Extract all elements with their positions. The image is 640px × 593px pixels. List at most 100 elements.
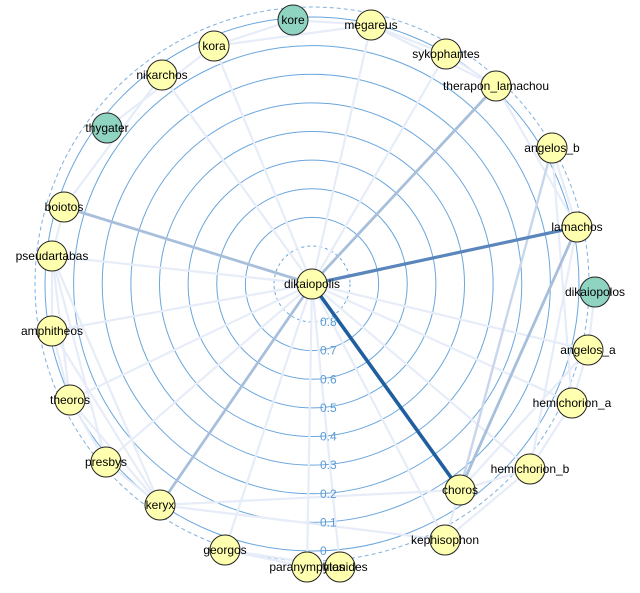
node-georgos[interactable]: georgos	[203, 534, 247, 566]
node-nikarchos[interactable]: nikarchos	[136, 59, 188, 91]
radial-ring	[101, 73, 523, 495]
edge-dikaiopolis-kephisophon	[310, 282, 447, 542]
node-dikaiopolos[interactable]: dikaiopolos	[565, 276, 625, 308]
edge-dikaiopolis-prytanides	[310, 282, 342, 569]
node-label: amphitheos	[21, 324, 83, 338]
node-hemichorion_b[interactable]: hemichorion_b	[491, 453, 570, 485]
node-label: kora	[202, 39, 226, 53]
node-angelos_a[interactable]: angelos_a	[560, 334, 616, 366]
edge-dikaiopolis-keryx	[158, 282, 314, 507]
ring-tick-label: 0.2	[320, 487, 337, 501]
node-label: choros	[442, 483, 478, 497]
node-circle	[556, 387, 588, 419]
edge-dikaiopolis-angelos_a	[310, 282, 590, 352]
ring-tick-label: 0	[320, 544, 327, 558]
radial-ring	[216, 188, 408, 380]
edge-dikaiopolis-megareus	[310, 23, 373, 286]
node-kephisophon[interactable]: kephisophon	[411, 524, 479, 556]
node-circle	[198, 30, 230, 62]
node-label: boiotos	[45, 200, 84, 214]
node-label: dikaiopolos	[565, 285, 625, 299]
node-presbys[interactable]: presbys	[85, 446, 127, 478]
network-edges	[50, 18, 597, 569]
node-circle	[355, 9, 387, 41]
node-circle	[429, 524, 461, 556]
ring-tick-label: 0.4	[320, 430, 337, 444]
node-label: thygater	[85, 121, 128, 135]
node-paranymphios[interactable]: paranymphios	[269, 551, 345, 583]
node-circle	[36, 315, 68, 347]
edge-hemichorion_b-kephisophon	[443, 467, 532, 542]
edge-dikaiopolis-nikarchos	[160, 73, 314, 286]
edge-dikaiopolis-pseudartabas	[50, 254, 314, 286]
radial-ring	[44, 16, 580, 552]
node-hemichorion_a[interactable]: hemichorion_a	[533, 387, 612, 419]
node-circle	[36, 240, 68, 272]
edge-amphitheos-keryx	[50, 329, 162, 507]
node-theoros[interactable]: theoros	[50, 384, 90, 416]
node-sykophantes[interactable]: sykophantes	[412, 38, 480, 70]
radial-ring	[244, 216, 380, 352]
node-label: nikarchos	[136, 68, 187, 82]
node-circle	[48, 191, 80, 223]
node-choros[interactable]: choros	[442, 474, 478, 506]
node-circle	[561, 211, 593, 243]
edge-dikaiopolis-therapon_lamachou	[310, 84, 498, 286]
node-label: kore	[281, 13, 305, 27]
edge-dikaiopolis-sykophantes	[310, 52, 448, 286]
node-kora[interactable]: kora	[198, 30, 230, 62]
node-prytanides[interactable]: prytanides	[312, 551, 368, 583]
edge-choros-lamachos	[458, 225, 579, 492]
node-circle	[430, 38, 462, 70]
edge-pseudartabas-keryx	[50, 254, 162, 507]
ring-tick-label: 0.8	[320, 315, 337, 329]
radial-ring	[159, 131, 465, 437]
node-circle	[277, 4, 309, 36]
node-angelos_b[interactable]: angelos_b	[524, 132, 580, 164]
node-therapon_lamachou[interactable]: therapon_lamachou	[443, 70, 549, 102]
ring-tick-label: 0.1	[320, 515, 337, 529]
node-keryx[interactable]: keryx	[144, 489, 176, 521]
node-circle	[296, 268, 328, 300]
radial-axis-ticks: 00.10.20.30.40.50.60.70.8	[320, 315, 337, 558]
node-label: angelos_b	[524, 141, 580, 155]
node-kore[interactable]: kore	[277, 4, 309, 36]
node-circle	[572, 334, 604, 366]
node-label: pseudartabas	[16, 249, 89, 263]
edge-dikaiopolis-kora	[212, 44, 314, 286]
edge-pseudartabas-presbys	[50, 254, 108, 464]
node-label: presbys	[85, 455, 127, 469]
node-label: theoros	[50, 393, 90, 407]
node-circle	[514, 453, 546, 485]
node-circle	[536, 132, 568, 164]
edge-lamachos-therapon_lamachou	[494, 84, 579, 229]
radial-ring	[187, 159, 437, 409]
edge-choros-angelos_a	[458, 348, 590, 492]
node-circle	[91, 112, 123, 144]
edge-choros-keryx	[158, 488, 462, 507]
edge-dikaiopolis-choros	[310, 282, 462, 492]
edge-dikaiopolis-boiotos	[62, 205, 314, 286]
ring-tick-label: 0.6	[320, 372, 337, 386]
ring-tick-label: 0.7	[320, 344, 337, 358]
edge-dikaiopolis-lamachos	[310, 225, 579, 286]
node-megareus[interactable]: megareus	[344, 9, 398, 41]
ring-tick-label: 0.3	[320, 458, 337, 472]
radial-ring	[273, 245, 351, 323]
node-label: keryx	[146, 498, 175, 512]
node-dikaiopolis[interactable]: dikaiopolis	[284, 268, 340, 300]
node-boiotos[interactable]: boiotos	[45, 191, 84, 223]
node-pseudartabas[interactable]: pseudartabas	[16, 240, 89, 272]
network-nodes: dikaiopolis kore megareus sykophantes therap…	[16, 4, 625, 583]
node-circle	[444, 474, 476, 506]
node-circle	[209, 534, 241, 566]
node-thygater[interactable]: thygater	[85, 112, 129, 144]
edge-kephisophon-keryx	[158, 503, 447, 542]
node-label: therapon_lamachou	[443, 79, 549, 93]
node-lamachos[interactable]: lamachos	[551, 211, 603, 243]
node-circle	[146, 59, 178, 91]
edge-dikaiopolis-hemichorion_a	[310, 282, 574, 405]
node-amphitheos[interactable]: amphitheos	[21, 315, 83, 347]
node-circle	[291, 551, 323, 583]
